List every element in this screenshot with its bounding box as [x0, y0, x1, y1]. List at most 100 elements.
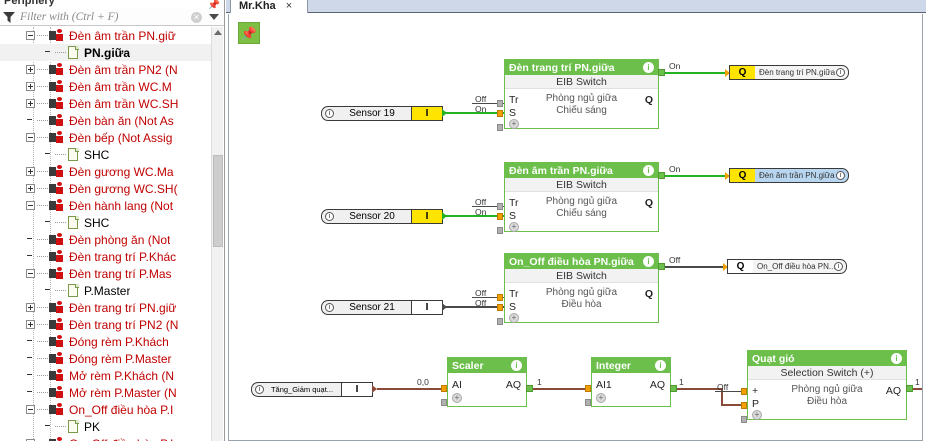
tab-mr-kha[interactable]: Mr.Kha ×	[230, 0, 308, 13]
tree-item[interactable]: Đèn trang trí PN.giữ	[0, 299, 212, 316]
tree-item[interactable]: On_Off điều hòa P.I	[0, 435, 212, 441]
actuator-port[interactable]: Q	[729, 168, 755, 183]
tree-item[interactable]: On_Off điều hòa P.I	[0, 401, 212, 418]
tree-item[interactable]: Đèn trang trí P.Khác	[0, 248, 212, 265]
input-pin-s[interactable]	[497, 110, 503, 117]
sensor-port[interactable]: I	[411, 300, 443, 315]
tree-item[interactable]: SHC	[0, 214, 212, 231]
input-pin-ai[interactable]	[441, 385, 447, 392]
tree-item[interactable]: Đèn phòng ăn (Not	[0, 231, 212, 248]
clear-icon[interactable]: ✕	[191, 12, 202, 23]
input-pin-extra[interactable]	[497, 318, 503, 325]
tree-item[interactable]: PN.giữa	[0, 44, 212, 61]
expand-toggle-icon[interactable]	[26, 167, 35, 176]
info-icon[interactable]: i	[643, 256, 654, 267]
expand-toggle-icon[interactable]	[26, 303, 35, 312]
pin-button[interactable]: 📌	[238, 22, 260, 44]
tree-item[interactable]: Đóng rèm P.Khách	[0, 333, 212, 350]
input-pin-ai1[interactable]	[585, 385, 591, 392]
tree-item[interactable]: Đèn âm trần WC.M	[0, 78, 212, 95]
output-pin-q[interactable]	[658, 69, 665, 76]
tree-item[interactable]: Mở rèm P.Master (N	[0, 384, 212, 401]
collapse-toggle-icon[interactable]	[26, 31, 35, 40]
add-input-button[interactable]	[752, 410, 762, 420]
sensor-port[interactable]: I	[411, 106, 443, 121]
tree-item[interactable]: Đèn âm trần PN.giữ	[0, 27, 212, 44]
input-pin-s[interactable]	[497, 304, 503, 311]
input-pin-plus[interactable]	[741, 388, 747, 395]
output-pin-aq[interactable]	[670, 385, 677, 392]
add-input-button[interactable]	[452, 393, 462, 403]
sensor-port[interactable]: I	[341, 382, 373, 397]
tree-item[interactable]: Đèn bàn ăn (Not As	[0, 112, 212, 129]
add-input-button[interactable]	[596, 393, 606, 403]
input-pin-tr[interactable]	[497, 203, 503, 210]
tree-item[interactable]: Đèn trang trí PN2 (N	[0, 316, 212, 333]
collapse-toggle-icon[interactable]	[26, 269, 35, 278]
expand-toggle-icon[interactable]	[26, 320, 35, 329]
info-icon[interactable]: i	[255, 385, 264, 394]
info-icon[interactable]: i	[836, 68, 845, 77]
tree-item[interactable]: Đèn âm trần PN2 (N	[0, 61, 212, 78]
chevron-down-icon[interactable]	[209, 14, 219, 20]
info-icon[interactable]: i	[836, 171, 845, 180]
input-pin-extra[interactable]	[497, 124, 503, 131]
tree-item[interactable]: Mở rèm P.Khách (N	[0, 367, 212, 384]
function-block-1[interactable]: Đèn trang trí PN.giữa i EIB Switch Tr S …	[504, 59, 659, 129]
filter-input[interactable]: Filter with (Ctrl + F)	[20, 11, 119, 23]
tree-item[interactable]: Đóng rèm P.Master	[0, 350, 212, 367]
sensor-port[interactable]: I	[411, 209, 443, 224]
diagram-canvas-wrapper[interactable]: 📌 i Sensor 19 I Off On	[228, 14, 923, 441]
actuator-port[interactable]: Q	[727, 259, 753, 274]
scroll-up-arrow-icon[interactable]	[214, 30, 222, 35]
output-pin-aq[interactable]	[526, 385, 533, 392]
input-pin-tr[interactable]	[497, 294, 503, 301]
info-icon[interactable]: i	[325, 109, 334, 118]
actuator-terminal-1[interactable]: Q Đèn trang trí PN.giữa i	[729, 65, 849, 80]
info-icon[interactable]: i	[891, 353, 902, 364]
input-pin-p[interactable]	[741, 402, 747, 409]
info-icon[interactable]: i	[325, 303, 334, 312]
tree-item[interactable]: PK	[0, 418, 212, 435]
sensor-terminal-19[interactable]: i Sensor 19 I	[321, 106, 443, 121]
input-pin-tr[interactable]	[497, 100, 503, 107]
function-block-3[interactable]: On_Off điều hòa PN.giữa i EIB Switch Tr …	[504, 253, 659, 323]
info-icon[interactable]: i	[834, 262, 843, 271]
tree-item[interactable]: Đèn bếp (Not Assig	[0, 129, 212, 146]
tree-item[interactable]: Đèn gương WC.Ma	[0, 163, 212, 180]
expand-toggle-icon[interactable]	[26, 184, 35, 193]
actuator-port[interactable]: Q	[729, 65, 755, 80]
sensor-terminal-20[interactable]: i Sensor 20 I	[321, 209, 443, 224]
tree-scrollbar-thumb[interactable]	[213, 155, 223, 247]
expand-toggle-icon[interactable]	[26, 65, 35, 74]
collapse-toggle-icon[interactable]	[26, 201, 35, 210]
output-pin-aq[interactable]	[906, 385, 913, 392]
tree-item[interactable]: Đèn trang trí P.Mas	[0, 265, 212, 282]
filter-bar[interactable]: Filter with (Ctrl + F) ✕	[0, 9, 224, 26]
input-pin-extra[interactable]	[741, 416, 747, 423]
tree-item[interactable]: P.Master	[0, 282, 212, 299]
function-block-scaler[interactable]: Scaler i AI AQ	[447, 357, 527, 407]
function-block-quatgio[interactable]: Quạt gió i Selection Switch (+) + P Phòn…	[747, 350, 907, 420]
info-icon[interactable]: i	[511, 360, 522, 371]
output-pin-q[interactable]	[658, 172, 665, 179]
tree-item[interactable]: Đèn hành lang (Not	[0, 197, 212, 214]
expand-toggle-icon[interactable]	[26, 99, 35, 108]
input-pin-extra[interactable]	[441, 399, 447, 406]
actuator-terminal-2[interactable]: Q Đèn âm trần PN.giữa i	[729, 168, 849, 183]
output-pin-q[interactable]	[658, 263, 665, 270]
add-input-button[interactable]	[509, 313, 519, 323]
function-block-integer[interactable]: Integer i AI1 AQ	[591, 357, 671, 407]
add-input-button[interactable]	[509, 119, 519, 129]
expand-toggle-icon[interactable]	[26, 439, 35, 441]
info-icon[interactable]: i	[643, 62, 654, 73]
diagram-canvas[interactable]: 📌 i Sensor 19 I Off On	[229, 14, 922, 440]
panel-pin-icon[interactable]: 📌	[207, 0, 220, 11]
collapse-toggle-icon[interactable]	[26, 405, 35, 414]
info-icon[interactable]: i	[643, 165, 654, 176]
function-block-2[interactable]: Đèn âm trần PN.giữa i EIB Switch Tr S Ph…	[504, 162, 659, 232]
input-pin-extra[interactable]	[585, 399, 591, 406]
close-icon[interactable]: ×	[285, 0, 293, 12]
add-input-button[interactable]	[509, 222, 519, 232]
sensor-terminal-21[interactable]: i Sensor 21 I	[321, 300, 443, 315]
